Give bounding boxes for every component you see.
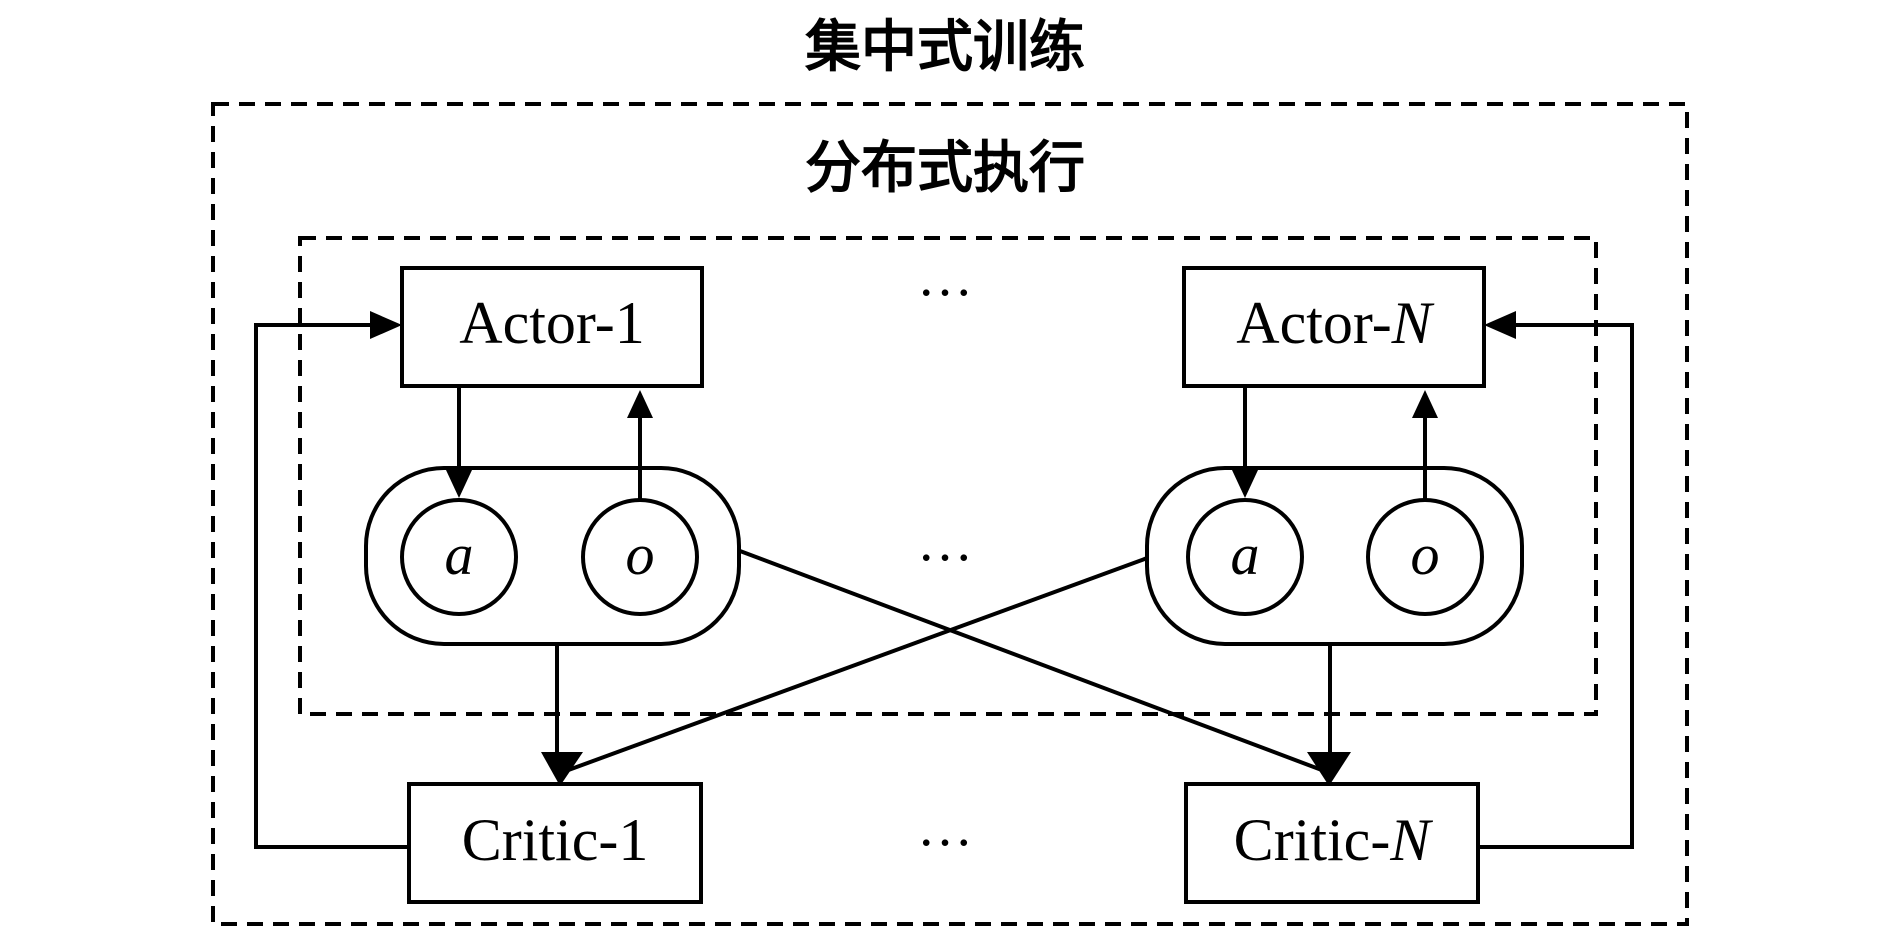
actor-1-label: Actor-1	[459, 290, 644, 356]
agent-n-action-label: a	[1231, 522, 1260, 587]
decentralized-execution-frame	[298, 236, 1598, 716]
agent-n-observation-label: o	[1411, 522, 1440, 587]
critic1-input-arrow	[541, 752, 583, 786]
actor1-to-action-arrow	[446, 470, 472, 498]
critic-n-label: Critic-N	[1234, 807, 1434, 873]
actor-n-label: Actor-N	[1236, 290, 1434, 356]
actorN-to-action-arrow	[1232, 470, 1258, 498]
criticN-input-arrow	[1307, 752, 1351, 786]
observation-to-actor1-arrow	[627, 390, 653, 418]
critic1-to-actor1-feedback-line	[254, 323, 409, 849]
critic-n-box	[1184, 782, 1480, 904]
agent1-to-criticN-line	[739, 549, 1328, 774]
agent-1-action-label: a	[445, 522, 474, 587]
actor-n-box	[1182, 266, 1486, 388]
critics-ellipsis: …	[917, 796, 973, 858]
outer-title: 集中式训练	[804, 15, 1085, 80]
centralized-training-frame	[211, 102, 1689, 926]
actors-ellipsis: …	[917, 246, 973, 308]
agents-ellipsis: …	[917, 511, 973, 573]
agentN-to-critic1-line	[562, 555, 1151, 774]
inner-title: 分布式执行	[805, 136, 1085, 201]
critic-1-label: Critic-1	[462, 807, 649, 873]
criticN-to-actorN-feedback-line	[1478, 323, 1634, 849]
critic1-to-actor1-feedback-arrow	[370, 311, 402, 339]
actor-1-box	[400, 266, 704, 388]
criticN-to-actorN-feedback-arrow	[1484, 311, 1516, 339]
observation-to-actorN-arrow	[1412, 390, 1438, 418]
agent-1-action-node	[400, 498, 518, 616]
agent-n-action-node	[1186, 498, 1304, 616]
agent-1-observation-label: o	[626, 522, 655, 587]
critic-1-box	[407, 782, 703, 904]
